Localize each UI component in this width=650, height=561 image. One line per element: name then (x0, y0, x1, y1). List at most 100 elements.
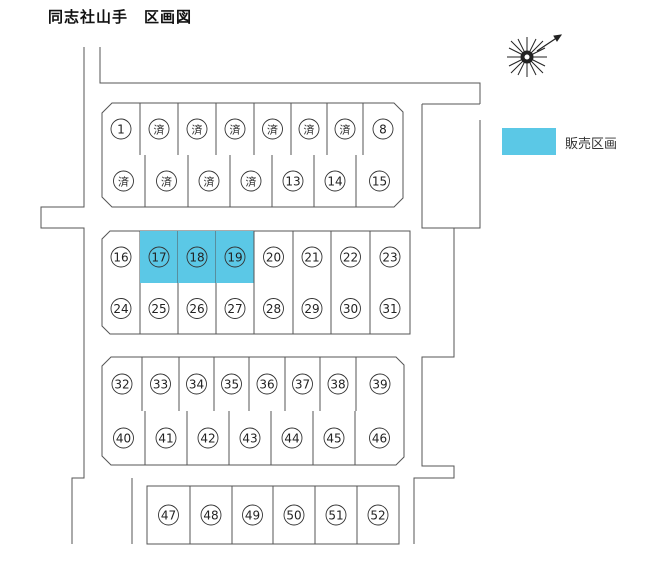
lot-52: 52 (367, 504, 389, 526)
lot-sold: 済 (186, 103, 217, 155)
lot-sold: 済 (298, 103, 328, 155)
lot-number: 35 (224, 377, 239, 391)
lot-number: 8 (379, 122, 387, 136)
lot-sold: 済 (148, 103, 179, 155)
lot-number: 38 (330, 377, 345, 391)
lot-number-circle (242, 504, 263, 526)
lot-number: 52 (370, 508, 385, 522)
lot-number: 30 (343, 302, 358, 316)
lot-25: 25 (148, 283, 179, 334)
lot-43: 43 (239, 411, 272, 465)
lot-sold: 済 (198, 155, 231, 207)
lot-number-circle (150, 373, 171, 395)
lot-32: 32 (111, 357, 143, 411)
lot-number: 25 (151, 302, 166, 316)
lot-number: 34 (189, 377, 204, 391)
lot-number-circle (367, 504, 389, 526)
road-lines (40, 47, 481, 544)
lot-number-circle (334, 118, 356, 140)
lot-number: 済 (154, 122, 165, 136)
lot-45: 45 (323, 411, 356, 465)
lot-number: 21 (304, 250, 319, 264)
lot-number: 41 (158, 431, 173, 445)
lot-29: 29 (301, 283, 332, 334)
lot-number: 済 (304, 122, 315, 136)
lot-number-circle (186, 298, 208, 319)
lot-22: 22 (340, 231, 371, 283)
lot-number: 44 (284, 431, 299, 445)
lot-number-circle (256, 373, 278, 395)
lot-number: 済 (340, 122, 351, 136)
lot-number-circle (158, 504, 179, 526)
lot-number: 48 (203, 508, 218, 522)
lot-number: 済 (267, 122, 278, 136)
lot-number-circle (239, 427, 261, 449)
lot-number: 26 (189, 302, 204, 316)
lot-number: 28 (266, 302, 281, 316)
lot-number: 51 (328, 508, 343, 522)
lot-1: 1 (110, 103, 141, 155)
lot-number: 済 (204, 174, 215, 188)
lot-46: 46 (369, 427, 390, 449)
lot-number: 20 (266, 250, 281, 264)
lot-49: 49 (242, 486, 274, 544)
lot-number-circle (186, 118, 208, 140)
lot-40: 40 (113, 411, 146, 465)
lot-number-circle (292, 373, 313, 395)
lot-number: 17 (151, 250, 166, 264)
lot-number-circle (263, 298, 284, 319)
lot-28: 28 (263, 283, 294, 334)
lot-number-circle (200, 504, 222, 526)
lot-number: 46 (372, 431, 387, 445)
lot-23: 23 (379, 246, 401, 268)
lot-number: 43 (242, 431, 257, 445)
lot-number-circle (198, 170, 220, 192)
lot-number: 37 (295, 377, 310, 391)
lot-number: 済 (161, 174, 172, 188)
lot-39: 39 (369, 373, 391, 395)
lot-number: 29 (304, 302, 319, 316)
lot-19[interactable]: 19 (216, 231, 255, 283)
lot-8: 8 (372, 118, 394, 140)
lot-number-circle (340, 298, 361, 319)
lot-number-circle (156, 170, 177, 192)
lot-34: 34 (186, 357, 215, 411)
lot-number: 36 (259, 377, 274, 391)
lot-number: 39 (372, 377, 387, 391)
lot-sold: 済 (334, 103, 364, 155)
compass-rose-icon (507, 34, 563, 77)
lot-24: 24 (110, 283, 141, 334)
lot-highlight (216, 231, 254, 283)
lot-number-circle (283, 504, 305, 526)
lot-sold: 済 (224, 103, 255, 155)
lot-48: 48 (200, 486, 233, 544)
lot-number: 40 (116, 431, 131, 445)
lot-sold: 済 (156, 155, 189, 207)
lot-number: 23 (382, 250, 397, 264)
lot-13: 13 (282, 155, 315, 207)
lot-number-circle (301, 298, 323, 319)
lot-16: 16 (110, 231, 141, 283)
lot-number-circle (301, 246, 323, 268)
lot-number-circle (186, 373, 207, 395)
lot-number: 42 (200, 431, 215, 445)
lot-number: 33 (153, 377, 168, 391)
lot-number: 19 (227, 250, 242, 264)
lot-number: 31 (382, 302, 397, 316)
lot-41: 41 (155, 411, 188, 465)
lot-number: 27 (227, 302, 242, 316)
lot-number-circle (281, 427, 303, 449)
lot-18[interactable]: 18 (178, 231, 217, 283)
lot-number: 済 (192, 122, 203, 136)
lot-17[interactable]: 17 (140, 231, 179, 283)
lot-26: 26 (186, 283, 217, 334)
lot-number-circle (111, 373, 133, 395)
lot-50: 50 (283, 486, 316, 544)
lot-30: 30 (340, 283, 371, 334)
lot-number: 22 (343, 250, 358, 264)
lot-27: 27 (224, 283, 255, 334)
lot-number-circle (148, 246, 170, 268)
lot-number-circle (148, 118, 170, 140)
